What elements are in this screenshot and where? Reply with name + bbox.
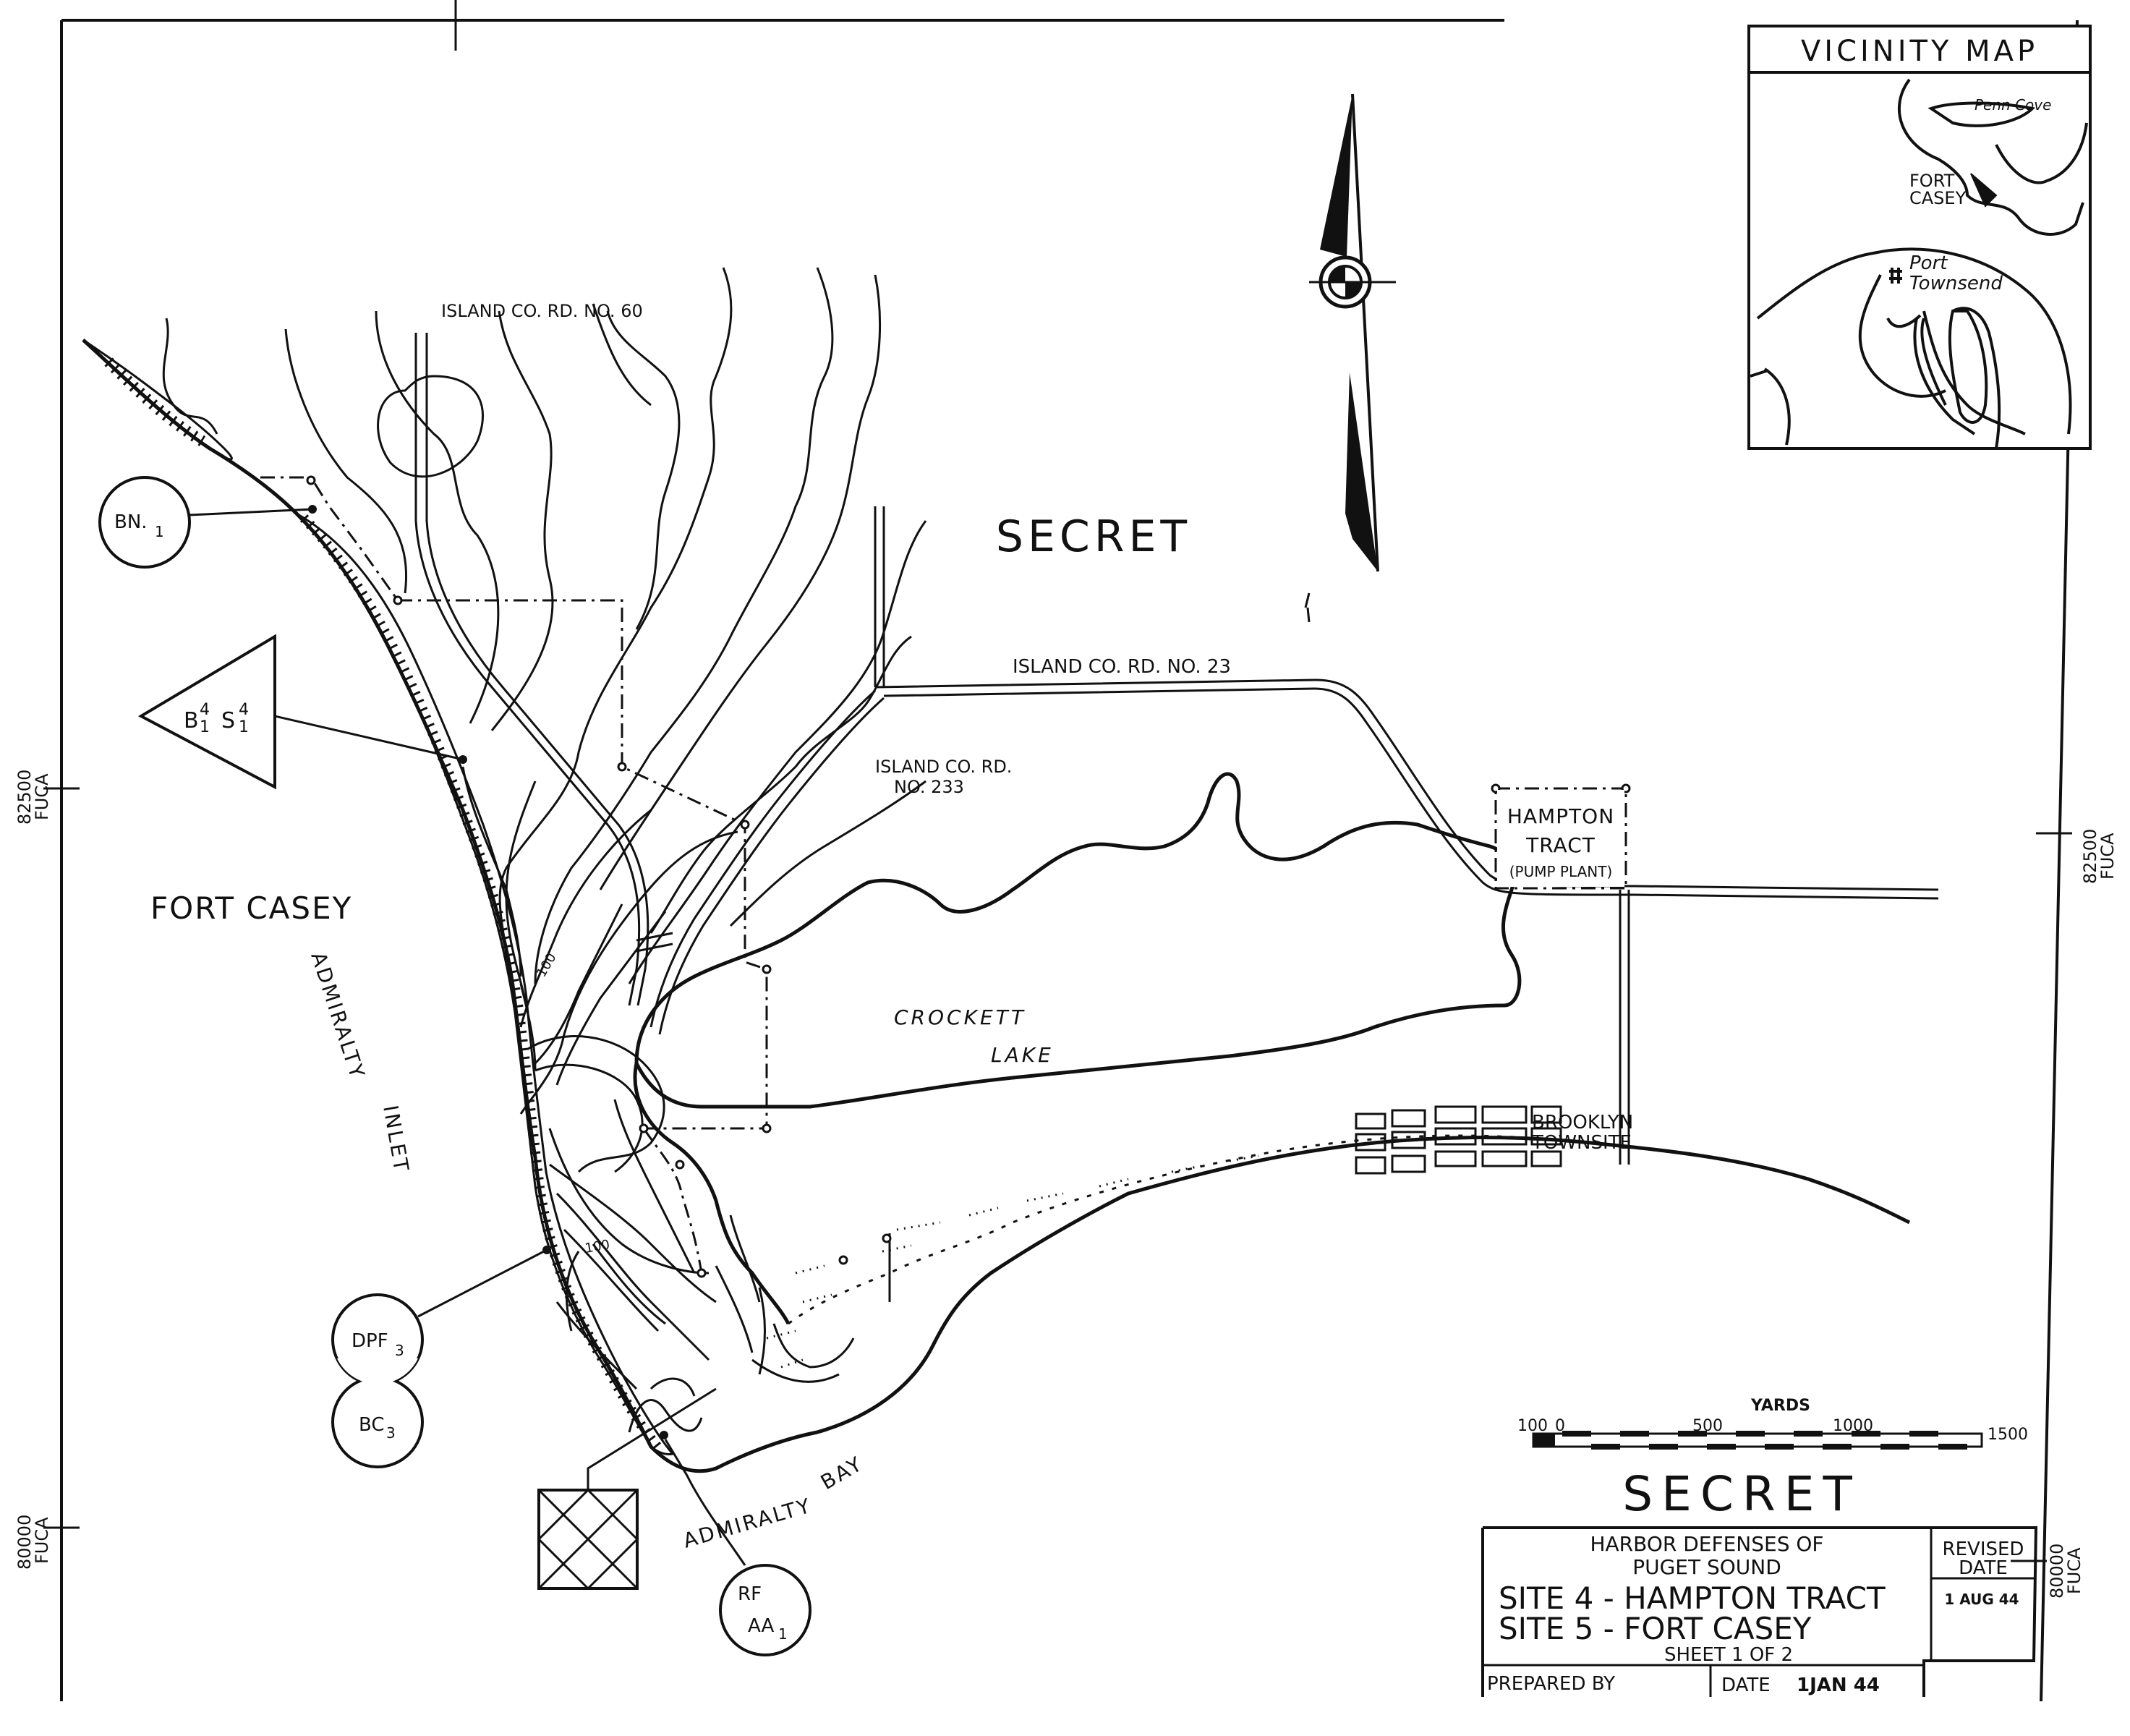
symbol-b: B (184, 708, 199, 733)
shore-bluff (82, 339, 675, 1455)
brooklyn-blocks (1355, 1105, 1562, 1175)
road-label-rd23: ISLAND CO. RD. NO. 23 (1013, 656, 1231, 678)
date-value: 1JAN 44 (1797, 1675, 1880, 1696)
title-line-2: PUGET SOUND (1632, 1555, 1781, 1579)
beach-spit (766, 1134, 1548, 1369)
grid-value: 80000 (14, 1515, 35, 1570)
boundary-lines (260, 476, 1627, 1274)
symbol-bn-sub: 1 (155, 523, 164, 540)
symbol-s-sub: 1 (239, 718, 249, 736)
classification-top: SECRET (996, 511, 1191, 562)
symbol-crossed-box (537, 1387, 717, 1590)
symbol-aa-sub: 1 (778, 1625, 788, 1643)
grid-value: 82500 (2080, 829, 2100, 884)
hampton-tract-label-1: HAMPTON (1507, 804, 1614, 828)
grid-value: 80000 (2047, 1544, 2067, 1599)
scale-tick-1000: 1000 (1833, 1417, 1873, 1435)
grid-unit: FUCA (2097, 833, 2118, 880)
vicinity-fort-label-1: FORT (1909, 171, 1955, 191)
grid-label-right-upper: 82500 FUCA (2080, 829, 2118, 884)
road-label-rd60: ISLAND CO. RD. NO. 60 (441, 301, 643, 321)
hampton-tract-label-2: TRACT (1525, 833, 1596, 857)
revised-date: 1 AUG 44 (1944, 1591, 2019, 1608)
roads (414, 333, 1939, 1165)
title-site4: SITE 4 - HAMPTON TRACT (1499, 1580, 1886, 1616)
vicinity-port-label-1: Port (1909, 252, 1948, 274)
road-label-rd233-2: NO. 233 (894, 777, 964, 797)
vicinity-port-label-2: Townsend (1909, 273, 2003, 294)
symbol-dpf-bc: DPF 3 BC 3 (331, 1246, 551, 1468)
vicinity-map: VICINITY MAP Penn Cove FORT CASEY Port T… (1747, 25, 2092, 450)
grid-label-left-upper: 82500 FUCA (14, 770, 52, 825)
symbol-bn: BN. 1 (98, 476, 317, 569)
place-brooklyn-2: TOWNSITE (1531, 1132, 1632, 1154)
scale-title: YARDS (1750, 1397, 1810, 1415)
place-brooklyn-1: BROOKLYN (1532, 1112, 1633, 1133)
symbol-bc-sub: 3 (386, 1424, 396, 1442)
vicinity-map-title: VICINITY MAP (1801, 35, 2038, 68)
date-label: DATE (1721, 1675, 1771, 1696)
title-sheet: SHEET 1 OF 2 (1664, 1644, 1793, 1666)
place-admiralty-bay-2: BAY (817, 1451, 867, 1494)
place-crockett-lake-1: CROCKETT (894, 1005, 1026, 1029)
vicinity-penn-cove: Penn Cove (1974, 96, 2051, 114)
symbol-rf-label: RF (738, 1583, 762, 1605)
symbol-b-sub: 1 (200, 718, 210, 736)
symbol-dpf-label: DPF (352, 1330, 388, 1352)
title-line-1: HARBOR DEFENSES OF (1590, 1532, 1823, 1556)
symbol-aa-label: AA (748, 1615, 775, 1637)
grid-label-right-lower: 80000 FUCA (2047, 1544, 2084, 1599)
place-admiralty-inlet-2: INLET (378, 1103, 414, 1175)
place-fort-casey: FORT CASEY (150, 890, 352, 926)
classification-bottom: SECRET (1622, 1466, 1861, 1522)
symbol-s-sup: 4 (239, 701, 249, 719)
symbol-bs: B 4 1 S 4 1 (137, 634, 467, 790)
grid-value: 82500 (14, 770, 35, 825)
symbol-s: S (221, 708, 235, 733)
symbol-bn-label: BN. (114, 511, 148, 533)
title-site5: SITE 5 - FORT CASEY (1499, 1611, 1812, 1646)
grid-unit: FUCA (32, 773, 52, 820)
place-admiralty-bay-1: ADMIRALTY (681, 1493, 815, 1552)
title-block: HARBOR DEFENSES OF PUGET SOUND SITE 4 - … (1481, 1526, 2038, 1697)
scale-tick-0: 0 (1555, 1417, 1565, 1435)
vicinity-fort-label-2: CASEY (1909, 188, 1967, 208)
north-arrow (1304, 93, 1396, 623)
prepared-by-label: PREPARED BY (1487, 1673, 1615, 1695)
grid-label-left-lower: 80000 FUCA (14, 1515, 52, 1570)
place-admiralty-inlet-1: ADMIRALTY (306, 949, 370, 1083)
grid-unit: FUCA (2064, 1547, 2084, 1594)
symbol-dpf-sub: 3 (395, 1342, 404, 1359)
revised-label-1: REVISED (1943, 1539, 2024, 1560)
contour-label-2: 100 (584, 1237, 610, 1256)
boundary-points (306, 475, 1631, 1278)
grid-unit: FUCA (32, 1517, 52, 1564)
scale-tick-1500: 1500 (1988, 1426, 2028, 1444)
hampton-tract-label-3: (PUMP PLANT) (1509, 863, 1613, 880)
road-label-rd233-1: ISLAND CO. RD. (875, 757, 1012, 777)
scale-tick-100: 100 (1517, 1417, 1548, 1435)
symbol-b-sup: 4 (200, 701, 210, 719)
grid-ticks (43, 787, 2072, 1562)
symbol-rf-aa: RF AA 1 (660, 1431, 811, 1656)
revised-label-2: DATE (1959, 1557, 2008, 1579)
crockett-lake (633, 772, 1522, 1325)
scale-bar: YARDS 100 0 500 1000 1500 (1517, 1397, 2028, 1450)
place-crockett-lake-2: LAKE (991, 1043, 1054, 1067)
scale-tick-500: 500 (1692, 1417, 1723, 1435)
contour-lines (162, 267, 927, 1433)
symbol-bc-label: BC (359, 1414, 385, 1436)
